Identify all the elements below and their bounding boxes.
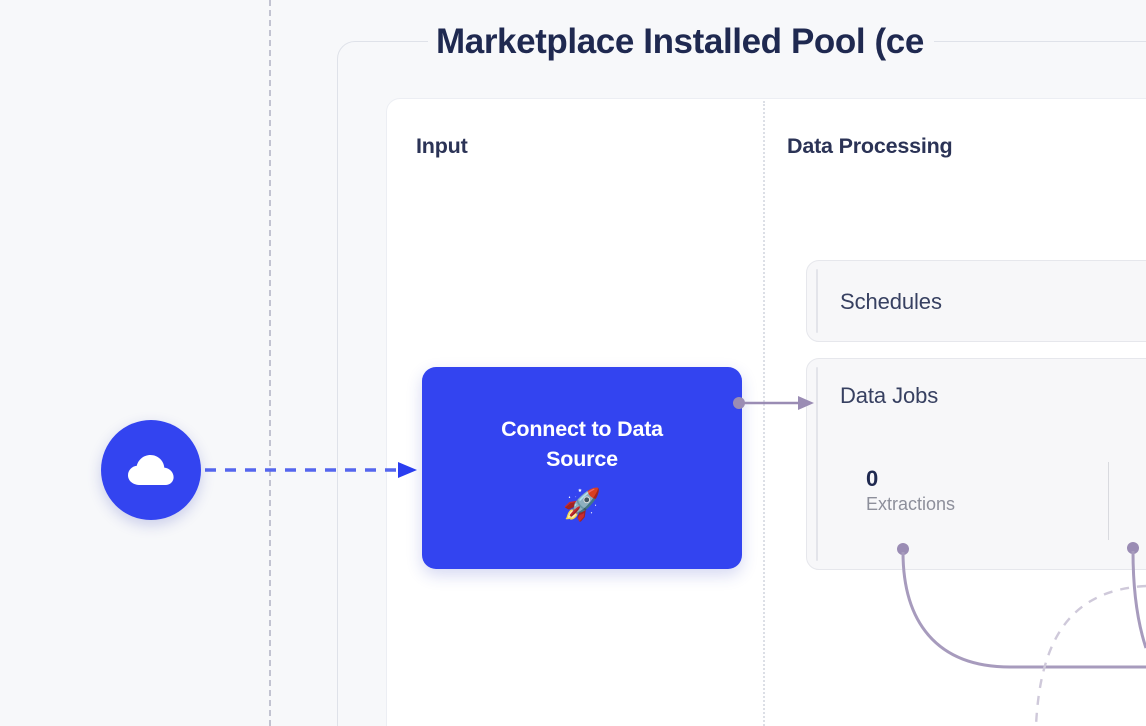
card-title-schedules: Schedules bbox=[840, 289, 942, 314]
column-header-input: Input bbox=[416, 134, 468, 158]
pool-title: Marketplace Installed Pool (ce bbox=[428, 18, 934, 66]
metric-extractions[interactable]: 0 Extractions bbox=[866, 466, 955, 516]
card-data-jobs[interactable]: Data Jobs bbox=[806, 358, 1146, 570]
cta-label: Connect to Data Source bbox=[501, 417, 663, 471]
data-source-node[interactable] bbox=[101, 420, 201, 520]
metric-label: Extractions bbox=[866, 494, 956, 514]
connector-source-to-cta bbox=[205, 454, 420, 486]
card-title-data-jobs: Data Jobs bbox=[840, 383, 939, 408]
card-accent-edge bbox=[816, 269, 818, 333]
column-header-data-processing: Data Processing bbox=[787, 134, 953, 158]
swimlane-divider bbox=[269, 0, 271, 726]
cloud-icon bbox=[126, 452, 176, 488]
card-accent-edge bbox=[816, 367, 818, 561]
rocket-icon: 🚀 bbox=[562, 487, 602, 522]
metric-value: 0 bbox=[866, 466, 879, 491]
column-divider bbox=[763, 101, 765, 726]
metric-divider bbox=[1108, 462, 1109, 540]
connector-cta-to-datajobs bbox=[732, 385, 822, 421]
connect-to-data-source-button[interactable]: Connect to Data Source 🚀 bbox=[422, 367, 742, 569]
card-schedules[interactable]: Schedules bbox=[806, 260, 1146, 342]
